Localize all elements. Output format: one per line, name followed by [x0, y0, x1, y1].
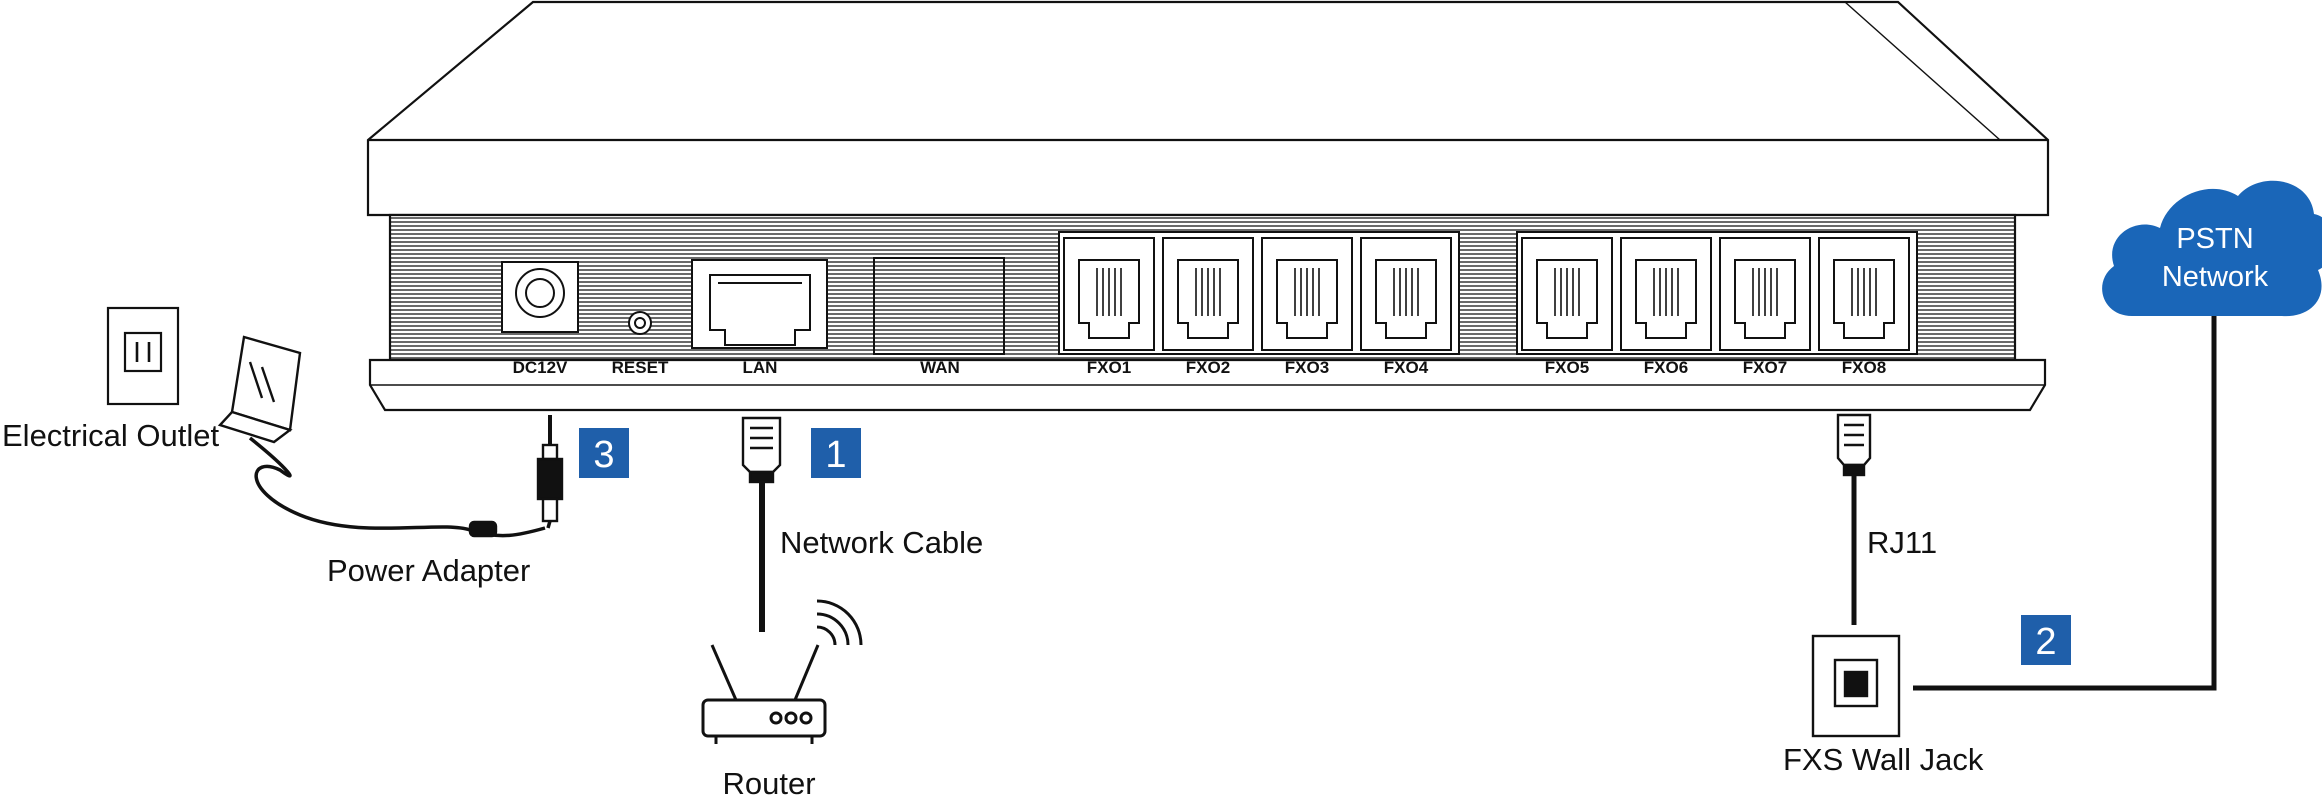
fxo-jack-group — [1063, 237, 1910, 351]
step-3-number: 3 — [593, 434, 614, 476]
power-adapter-label: Power Adapter — [327, 553, 530, 588]
pstn-label-line1: PSTN — [2176, 223, 2253, 255]
fxo-jack-4 — [1360, 237, 1452, 351]
step-2-badge: 2 — [2021, 615, 2071, 665]
pstn-line — [1913, 315, 2217, 691]
fxo-label-6: FXO6 — [1644, 358, 1688, 377]
fxs-wall-jack-icon — [1811, 634, 1901, 738]
fxo-jack-3 — [1261, 237, 1353, 351]
fxo-label-2: FXO2 — [1186, 358, 1230, 377]
step-3-badge: 3 — [579, 428, 629, 478]
fxs-wall-jack-label: FXS Wall Jack — [1783, 742, 1984, 777]
dc-label: DC12V — [513, 358, 568, 377]
lan-label: LAN — [743, 358, 778, 377]
step-1-number: 1 — [825, 434, 846, 476]
fxo-label-7: FXO7 — [1743, 358, 1787, 377]
dc-power-port — [501, 261, 579, 333]
rj45-plug-icon — [741, 416, 782, 484]
router-icon — [701, 599, 863, 744]
rj11-label: RJ11 — [1867, 525, 1937, 560]
router-label: Router — [722, 766, 815, 801]
network-cable-label: Network Cable — [780, 525, 983, 560]
pstn-cloud-icon: PSTN Network — [2102, 180, 2322, 317]
fxo-jack-8 — [1818, 237, 1910, 351]
electrical-outlet-icon — [106, 306, 180, 406]
step-1-badge: 1 — [811, 428, 861, 478]
reset-button-hole — [628, 311, 652, 335]
fxo-jack-5 — [1521, 237, 1613, 351]
device-ports — [501, 231, 1918, 355]
pstn-label-line2: Network — [2162, 261, 2269, 293]
fxo-label-5: FXO5 — [1545, 358, 1589, 377]
reset-label: RESET — [612, 358, 669, 377]
wan-label: WAN — [920, 358, 960, 377]
power-adapter-icon — [217, 335, 546, 538]
fxo-jack-2 — [1162, 237, 1254, 351]
electrical-outlet-label: Electrical Outlet — [2, 418, 219, 453]
fxo-label-group: FXO1 FXO2 FXO3 FXO4 FXO5 FXO6 FXO7 FXO8 — [1087, 358, 1886, 377]
fxo-label-4: FXO4 — [1384, 358, 1429, 377]
fxo-jack-6 — [1620, 237, 1712, 351]
dc-plug-icon — [536, 415, 564, 529]
fxo-jack-1 — [1063, 237, 1155, 351]
step-2-number: 2 — [2035, 621, 2056, 663]
lan-port — [691, 259, 828, 349]
rj11-plug-icon — [1836, 413, 1872, 477]
device-top-lid — [366, 0, 2050, 217]
fxo-label-8: FXO8 — [1842, 358, 1886, 377]
fxo-jack-7 — [1719, 237, 1811, 351]
fxo-label-3: FXO3 — [1285, 358, 1329, 377]
wan-port — [873, 257, 1005, 355]
fxo-label-1: FXO1 — [1087, 358, 1131, 377]
